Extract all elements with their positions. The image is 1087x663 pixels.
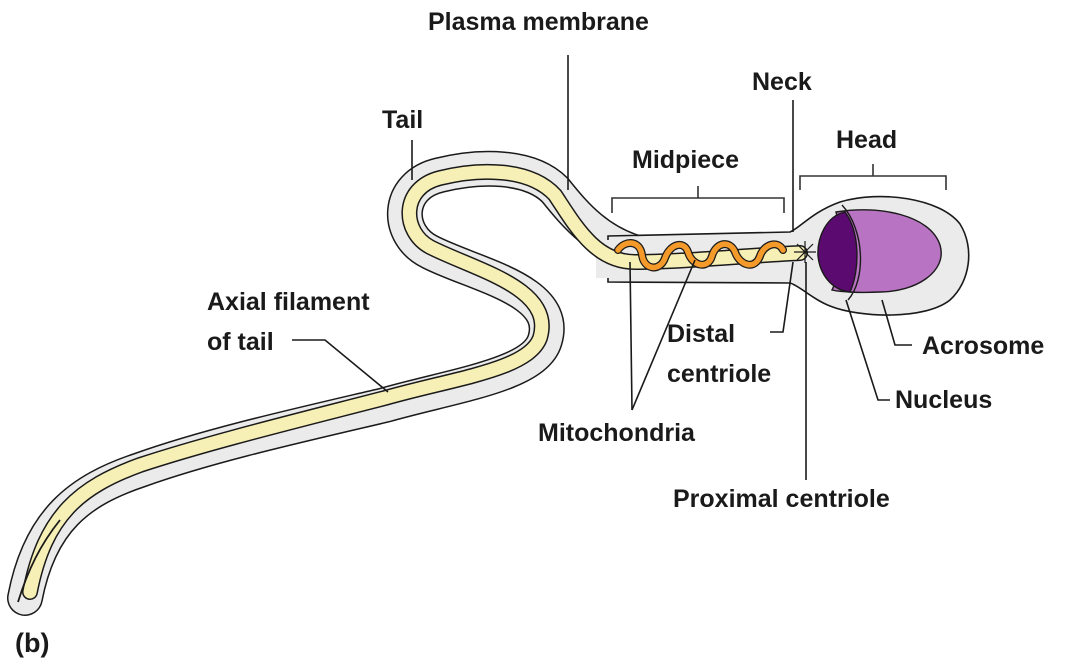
label-nucleus: Nucleus (895, 386, 992, 414)
label-acrosome: Acrosome (922, 332, 1044, 360)
mitochondria-leader-1 (630, 262, 632, 410)
label-distal-centriole-2: centriole (667, 360, 771, 388)
tail-membrane (25, 169, 645, 598)
tail-membrane-fill (25, 169, 645, 598)
proximal-centriole-star (794, 241, 816, 263)
label-plasma-membrane: Plasma membrane (428, 8, 649, 36)
label-mitochondria: Mitochondria (538, 419, 696, 447)
label-head: Head (836, 126, 897, 154)
label-distal-centriole-1: Distal (667, 320, 735, 348)
label-neck: Neck (752, 68, 812, 96)
axial-filament-leader (292, 340, 388, 392)
label-proximal-centriole: Proximal centriole (673, 485, 890, 513)
label-axial-filament-2: of tail (207, 328, 274, 356)
midpiece-bracket[interactable] (612, 186, 784, 213)
head-bracket[interactable] (800, 164, 946, 190)
label-tail: Tail (382, 106, 423, 134)
label-axial-filament-1: Axial filament (207, 288, 370, 316)
label-midpiece: Midpiece (632, 146, 739, 174)
panel-label: (b) (15, 628, 49, 658)
